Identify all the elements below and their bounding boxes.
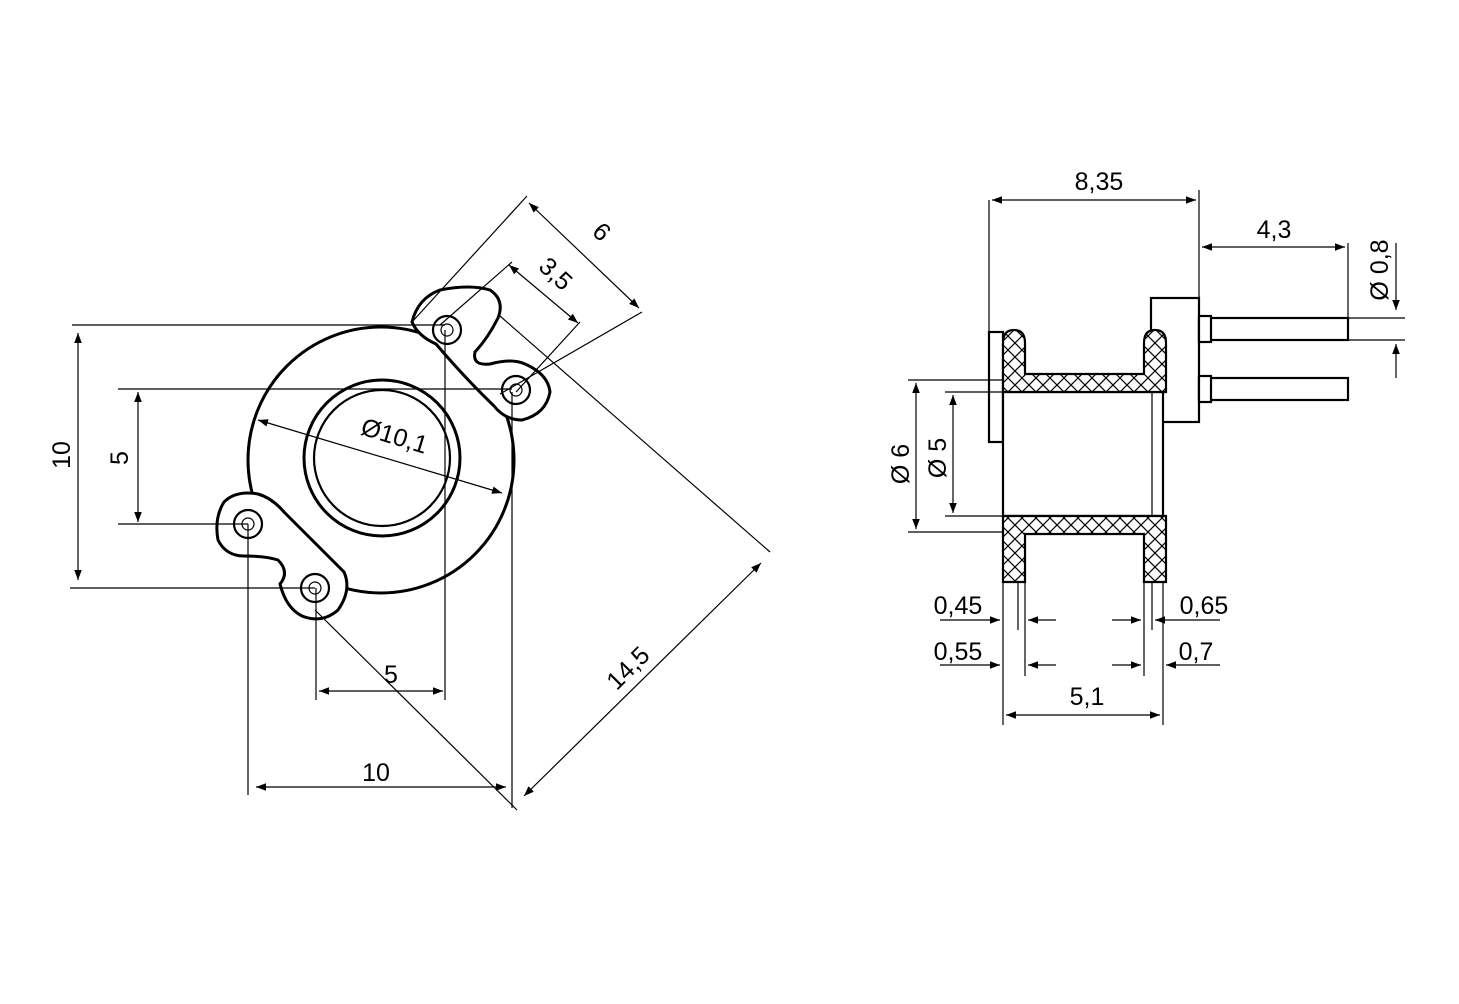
dim-line-pin-offset-6 bbox=[528, 202, 640, 309]
label-pin-offset: 6 bbox=[587, 217, 616, 247]
connector-pin-upper bbox=[1197, 316, 1350, 342]
front-extension-lines bbox=[70, 195, 771, 811]
pin-hole-upper-left bbox=[431, 314, 463, 346]
dim-line-pin-offset-3-5 bbox=[508, 264, 579, 324]
label-overall-height: 10 bbox=[48, 441, 76, 469]
label-pin-offset-small: 3,5 bbox=[533, 252, 578, 296]
bore-inner-circle bbox=[312, 388, 452, 528]
bobbin-core bbox=[1001, 390, 1165, 518]
bottom-flange-section bbox=[1001, 514, 1168, 584]
front-view: 10 5 Ø10,1 6 3,5 14,5 5 10 bbox=[48, 195, 771, 811]
pin-hole-upper-right-inner bbox=[509, 383, 523, 397]
side-extension-lines bbox=[908, 190, 1405, 725]
label-overall-length: 8,35 bbox=[1075, 168, 1124, 196]
label-overall-width: 10 bbox=[362, 759, 390, 787]
connector-pin-lower bbox=[1197, 376, 1350, 402]
label-pin-spacing-horizontal: 5 bbox=[384, 661, 398, 689]
pin-hole-upper-right bbox=[500, 374, 532, 406]
label-left-flange-thickness: 0,45 bbox=[934, 592, 983, 620]
dim-line-diagonal-14-5 bbox=[523, 562, 762, 797]
label-right-flange-thickness-2: 0,7 bbox=[1179, 638, 1214, 666]
label-pin-diameter: Ø 0,8 bbox=[1366, 239, 1394, 300]
label-pin-length: 4,3 bbox=[1257, 216, 1292, 244]
label-flange-diameter: Ø 6 bbox=[887, 444, 915, 484]
label-left-flange-thickness-2: 0,55 bbox=[934, 638, 983, 666]
label-diagonal-length: 14,5 bbox=[601, 641, 655, 695]
side-view: 8,35 4,3 Ø 0,8 Ø 6 Ø 5 0,45 0,55 0,65 0,… bbox=[887, 168, 1405, 725]
top-flange-section bbox=[1001, 328, 1168, 394]
label-body-length: 5,1 bbox=[1070, 683, 1105, 711]
label-pin-spacing-vertical: 5 bbox=[106, 451, 134, 465]
label-core-diameter: Ø 5 bbox=[924, 438, 952, 478]
label-right-flange-thickness: 0,65 bbox=[1180, 592, 1229, 620]
pin-hole-upper-left-inner bbox=[440, 323, 454, 337]
dim-line-bore-diameter bbox=[257, 419, 503, 494]
left-plate bbox=[987, 330, 1005, 444]
connector-pin-lower-collar bbox=[1197, 374, 1213, 404]
connector-pin-upper-collar bbox=[1197, 314, 1213, 344]
